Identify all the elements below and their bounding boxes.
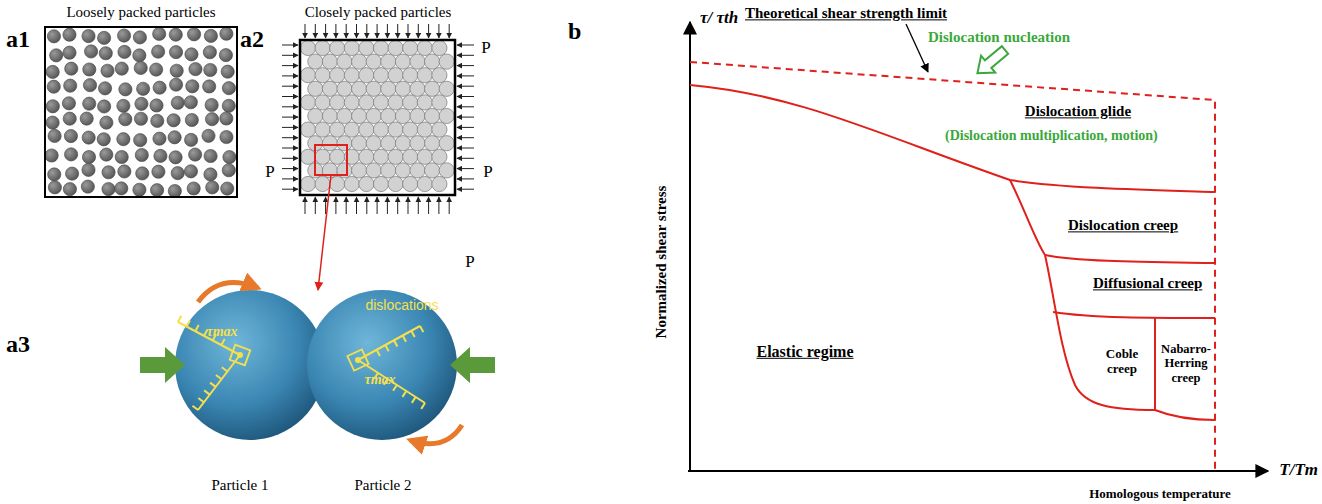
stress-label: τmax <box>364 372 395 388</box>
shear-element <box>230 345 369 371</box>
regime-boundaries <box>690 85 1215 420</box>
regime-label: Coble creep <box>1099 347 1145 377</box>
panel-caption: Loosely packed particles <box>66 4 215 21</box>
close-packing <box>300 40 454 191</box>
particle-label: Particle 1 <box>211 477 268 494</box>
stress-label: τmax <box>206 324 237 340</box>
rotation-arrow <box>198 282 258 302</box>
zoom-leader <box>318 175 331 290</box>
panel-label: b <box>568 18 581 46</box>
shear-point <box>355 357 361 363</box>
x-axis <box>688 470 1268 472</box>
regime-label: Dislocation creep <box>1068 217 1178 234</box>
mechanism-note: (Dislocation multiplication, motion) <box>945 128 1158 144</box>
dislocation-label: dislocations <box>365 297 438 313</box>
limit-label: Theoretical shear strength limit <box>745 5 947 22</box>
container-box <box>300 40 455 195</box>
axis-label: τ/ τth <box>700 8 738 28</box>
particle-sphere <box>175 290 325 440</box>
regime-label: Dislocation glide <box>1025 103 1131 120</box>
pressure-label: P <box>465 252 474 272</box>
pressure-label: P <box>265 162 274 182</box>
y-axis <box>689 22 691 472</box>
shear-point <box>237 352 243 358</box>
pressure-label: P <box>481 38 490 58</box>
panel-label: a2 <box>240 26 264 54</box>
leader-arrow <box>906 24 928 72</box>
axis-title: Homologous temperature <box>1089 487 1231 502</box>
force-arrow <box>450 347 495 383</box>
panel-label: a1 <box>6 26 30 54</box>
regime-label: Nabarro-Herring creep <box>1158 342 1214 385</box>
particle-sphere <box>307 290 457 440</box>
container-box <box>45 27 237 197</box>
dislocation-lines <box>178 316 425 410</box>
rotation-arrow <box>410 425 462 444</box>
strength-limit <box>690 62 1215 470</box>
zoom-box <box>315 145 347 175</box>
particle-label: Particle 2 <box>354 477 411 494</box>
mechanism-note: Dislocation nucleation <box>928 29 1070 46</box>
pressure-arrows <box>282 24 474 214</box>
regime-label: Diffusional creep <box>1093 275 1202 292</box>
loose-packing <box>45 27 236 197</box>
nucleation-arrow <box>970 42 1012 82</box>
pressure-label: P <box>483 162 492 182</box>
axis-label: T/Tm <box>1279 460 1318 480</box>
panel-label: a3 <box>6 331 30 359</box>
axis-title: Normalized shear stress <box>653 186 670 339</box>
regime-label: Elastic regime <box>756 343 853 361</box>
force-arrow <box>140 347 185 383</box>
panel-caption: Closely packed particles <box>305 4 452 21</box>
